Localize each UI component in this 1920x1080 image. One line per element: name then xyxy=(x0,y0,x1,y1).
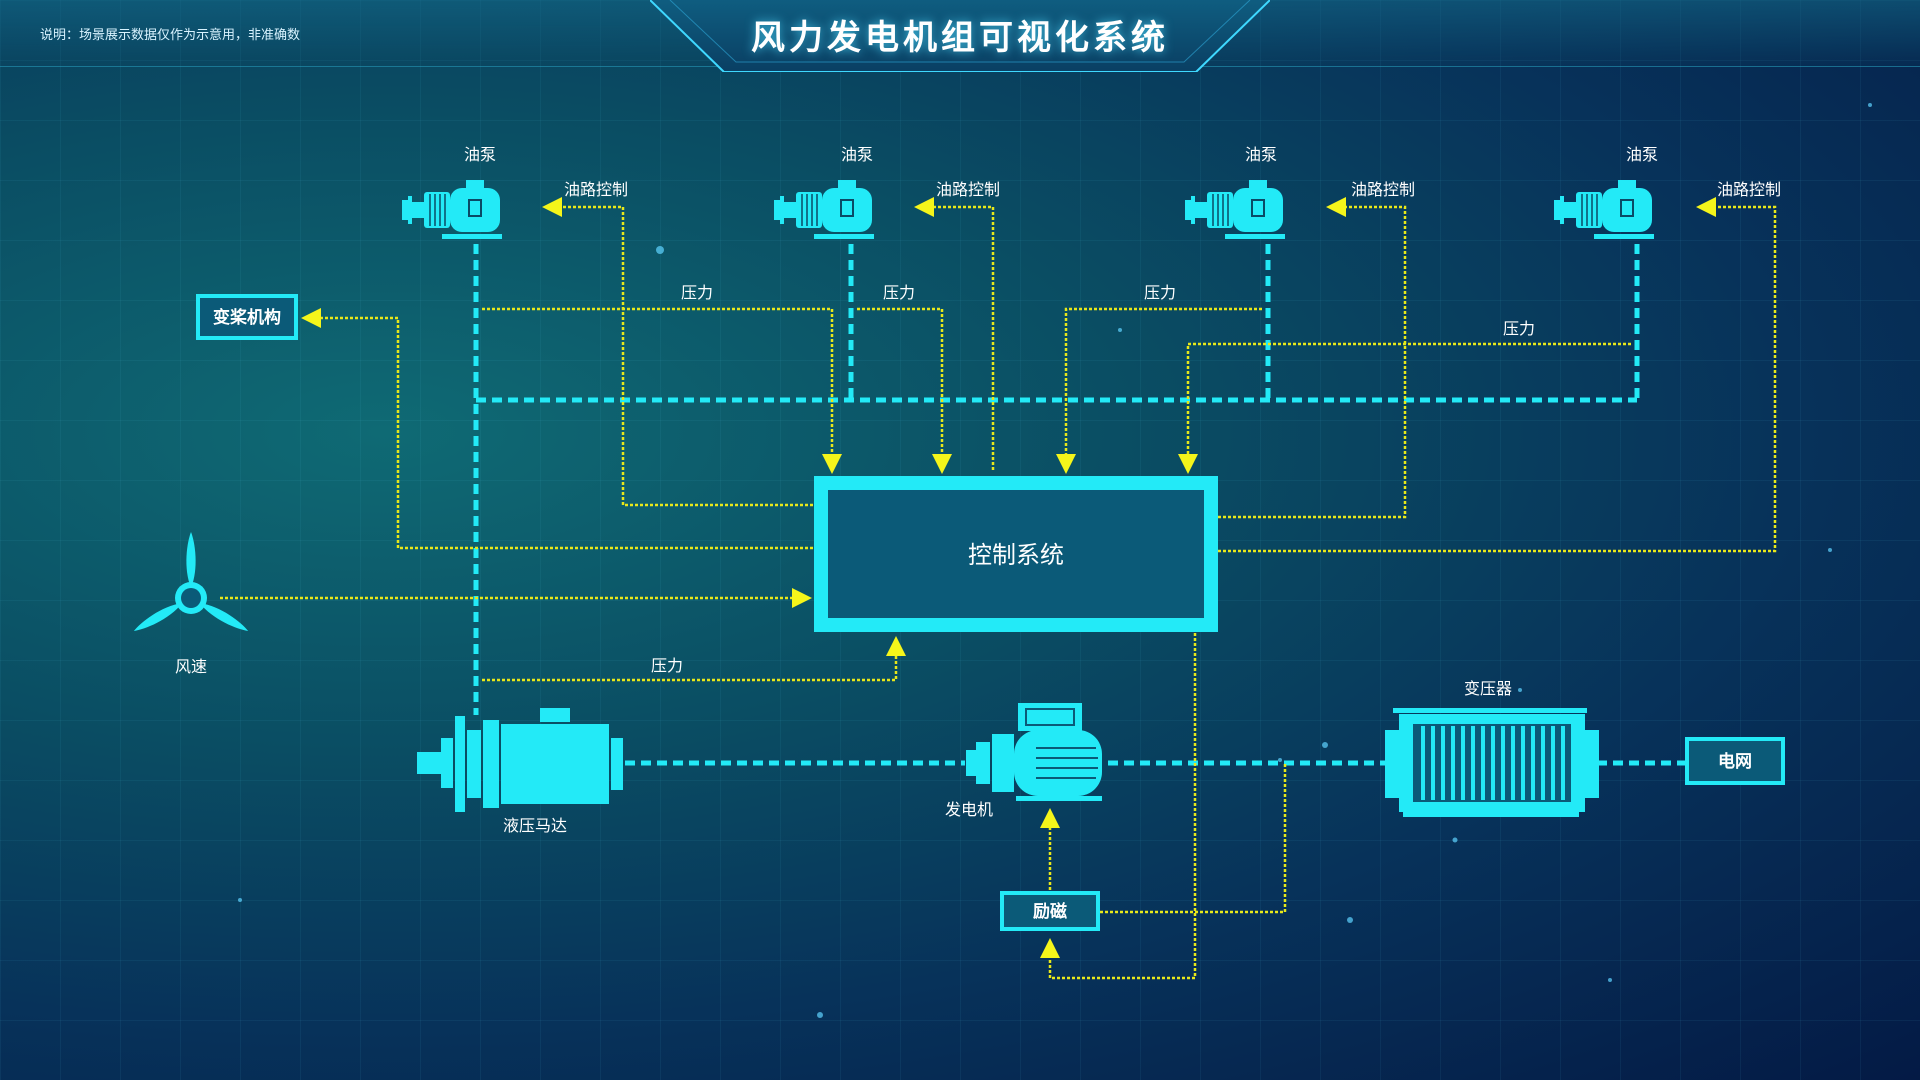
disclaimer-note: 说明：场景展示数据仅作为示意用，非准确数 xyxy=(40,28,301,43)
power-grid-label: 电网 xyxy=(1718,751,1752,772)
wind-rotor-icon xyxy=(133,532,249,631)
oil-pump-2 xyxy=(773,179,875,240)
pressure-label-5: 压力 xyxy=(651,656,683,675)
pressure-label-3: 压力 xyxy=(1144,283,1176,302)
power-grid-box: 电网 xyxy=(1685,737,1785,785)
oil-control-label-4: 油路控制 xyxy=(1717,180,1781,199)
title-plate-border xyxy=(650,0,1270,72)
transformer-icon xyxy=(1385,708,1599,817)
generator-icon xyxy=(966,703,1102,801)
pump-label-3: 油泵 xyxy=(1245,145,1277,164)
transformer-label: 变压器 xyxy=(1464,679,1512,698)
oil-control-label-2: 油路控制 xyxy=(936,180,1000,199)
pressure-label-2: 压力 xyxy=(883,283,915,302)
pitch-mechanism-box: 变桨机构 xyxy=(196,294,298,340)
oil-control-label-3: 油路控制 xyxy=(1351,180,1415,199)
pressure-label-4: 压力 xyxy=(1503,319,1535,338)
pump-label-1: 油泵 xyxy=(464,145,496,164)
title-plate xyxy=(650,0,1270,72)
control-system-label: 控制系统 xyxy=(968,541,1064,569)
oil-control-label-1: 油路控制 xyxy=(564,180,628,199)
excitation-label: 励磁 xyxy=(1033,901,1067,922)
oil-pump-3 xyxy=(1184,179,1286,240)
oil-pump-4 xyxy=(1553,179,1655,240)
pump-label-4: 油泵 xyxy=(1626,145,1658,164)
oil-pump-1 xyxy=(401,179,503,240)
page-title: 风力发电机组可视化系统 xyxy=(751,18,1169,58)
hydraulic-lines xyxy=(473,244,1685,766)
hydraulic-motor-icon xyxy=(417,708,623,812)
wind-speed-label: 风速 xyxy=(175,657,207,676)
control-system-box: 控制系统 xyxy=(814,476,1218,632)
pitch-mechanism-label: 变桨机构 xyxy=(213,307,281,328)
generator-label: 发电机 xyxy=(945,800,993,819)
excitation-box: 励磁 xyxy=(1000,891,1100,931)
hydraulic-motor-label: 液压马达 xyxy=(503,816,567,835)
signal-lines xyxy=(220,197,1777,980)
pressure-label-1: 压力 xyxy=(681,283,713,302)
pump-label-2: 油泵 xyxy=(841,145,873,164)
